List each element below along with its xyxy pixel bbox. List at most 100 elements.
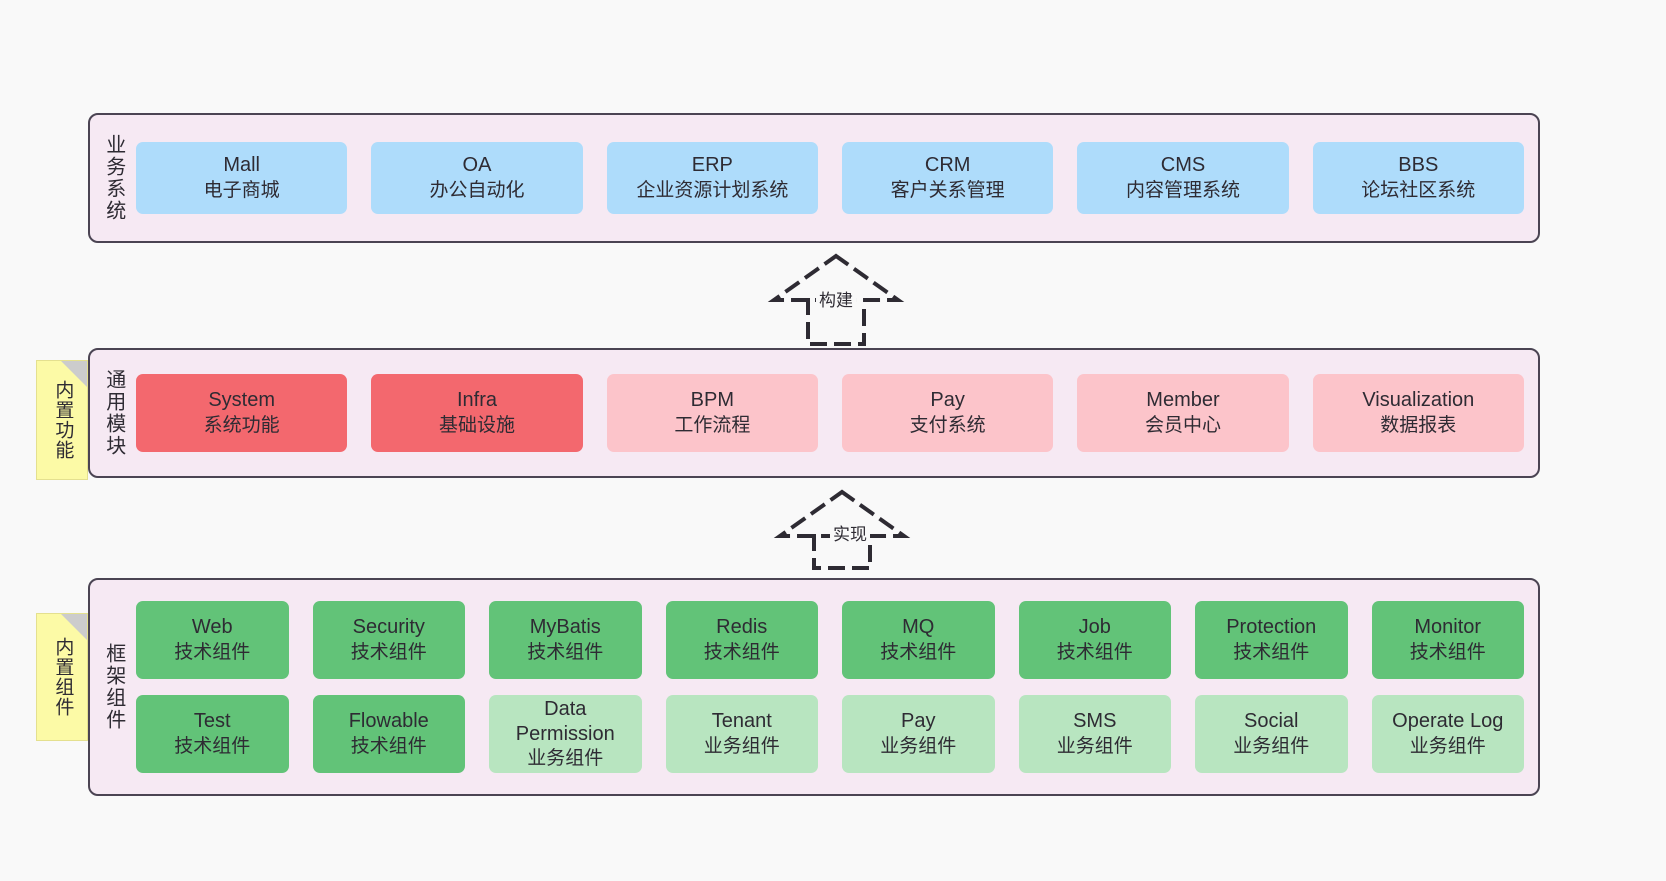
card-redis[interactable]: Redis 技术组件 — [665, 601, 818, 679]
card-bbs[interactable]: BBS 论坛社区系统 — [1312, 142, 1524, 214]
card-subtitle: 技术组件 — [350, 641, 427, 663]
card-bpm[interactable]: BPM 工作流程 — [606, 374, 818, 452]
card-row: Web 技术组件 Security 技术组件 MyBatis 技术组件 Redi… — [136, 601, 1524, 679]
card-title: Mall — [223, 154, 260, 177]
card-crm[interactable]: CRM 客户关系管理 — [841, 142, 1054, 214]
card-subtitle: 支付系统 — [909, 414, 986, 436]
card-title: BPM — [690, 389, 734, 412]
card-title: Pay — [901, 710, 936, 733]
card-security[interactable]: Security 技术组件 — [312, 601, 465, 679]
card-title: Social — [1244, 710, 1299, 733]
card-subtitle: 论坛社区系统 — [1361, 179, 1476, 201]
card-subtitle: 技术组件 — [527, 641, 604, 663]
card-title: CRM — [924, 154, 971, 177]
card-title: Flowable — [348, 710, 429, 733]
card-subtitle: 电子商城 — [203, 179, 280, 201]
connector-label: 实现 — [830, 520, 870, 545]
folded-corner-icon — [61, 361, 87, 387]
card-title: System — [208, 389, 275, 412]
card-subtitle: 技术组件 — [1233, 641, 1310, 663]
card-social[interactable]: Social 业务组件 — [1195, 695, 1348, 773]
card-title: Monitor — [1414, 616, 1482, 639]
card-tenant[interactable]: Tenant 业务组件 — [665, 695, 818, 773]
note-label: 内置功能 — [52, 380, 74, 460]
card-test[interactable]: Test 技术组件 — [136, 695, 289, 773]
card-title: Data Permission — [515, 697, 615, 746]
card-title: Redis — [716, 616, 768, 639]
layer-body-business: Mall 电子商城 OA 办公自动化 ERP 企业资源计划系统 CRM 客户关系… — [136, 115, 1538, 241]
card-title: Infra — [456, 389, 497, 412]
card-title: Web — [191, 616, 233, 639]
card-system[interactable]: System 系统功能 — [136, 374, 348, 452]
card-cms[interactable]: CMS 内容管理系统 — [1077, 142, 1289, 214]
card-subtitle: 业务组件 — [703, 735, 780, 757]
card-flowable[interactable]: Flowable 技术组件 — [312, 695, 465, 773]
note-builtin-function[interactable]: 内置功能 — [36, 360, 88, 480]
layer-body-common: System 系统功能 Infra 基础设施 BPM 工作流程 Pay 支付系统… — [136, 350, 1538, 476]
card-subtitle: 技术组件 — [350, 735, 427, 757]
card-title: MyBatis — [529, 616, 601, 639]
card-subtitle: 技术组件 — [174, 641, 251, 663]
generalization-arrow-icon — [767, 253, 905, 346]
card-visualization[interactable]: Visualization 数据报表 — [1312, 374, 1524, 452]
card-subtitle: 技术组件 — [1409, 641, 1486, 663]
card-infra[interactable]: Infra 基础设施 — [371, 374, 583, 452]
folded-corner-icon — [61, 614, 87, 640]
card-subtitle: 客户关系管理 — [890, 179, 1005, 201]
card-title: OA — [462, 154, 492, 177]
card-title: Test — [193, 710, 231, 733]
card-subtitle: 技术组件 — [703, 641, 780, 663]
card-subtitle: 系统功能 — [203, 414, 280, 436]
card-monitor[interactable]: Monitor 技术组件 — [1371, 601, 1524, 679]
card-subtitle: 技术组件 — [174, 735, 251, 757]
card-title: CMS — [1160, 154, 1206, 177]
layer-common-modules: 通用模块 System 系统功能 Infra 基础设施 BPM 工作流程 Pay… — [88, 348, 1540, 478]
connector-implement: 实现 — [760, 488, 940, 570]
card-pay-component[interactable]: Pay 业务组件 — [842, 695, 995, 773]
card-web[interactable]: Web 技术组件 — [136, 601, 289, 679]
card-erp[interactable]: ERP 企业资源计划系统 — [606, 142, 818, 214]
card-subtitle: 数据报表 — [1380, 414, 1457, 436]
card-oa[interactable]: OA 办公自动化 — [371, 142, 583, 214]
card-title: Pay — [930, 389, 965, 412]
card-subtitle: 技术组件 — [880, 641, 957, 663]
connector-label: 构建 — [816, 286, 856, 311]
card-title: ERP — [691, 154, 733, 177]
layer-body-framework: Web 技术组件 Security 技术组件 MyBatis 技术组件 Redi… — [136, 580, 1538, 794]
card-title: BBS — [1398, 154, 1439, 177]
card-title: Visualization — [1362, 389, 1475, 412]
card-data-permission[interactable]: Data Permission 业务组件 — [489, 695, 642, 773]
card-title: Job — [1078, 616, 1111, 639]
card-pay-module[interactable]: Pay 支付系统 — [841, 374, 1054, 452]
card-row: Test 技术组件 Flowable 技术组件 Data Permission … — [136, 695, 1524, 773]
note-builtin-component[interactable]: 内置组件 — [36, 613, 88, 741]
card-subtitle: 技术组件 — [1056, 641, 1133, 663]
card-subtitle: 工作流程 — [674, 414, 751, 436]
card-subtitle: 业务组件 — [527, 748, 604, 770]
card-row: Mall 电子商城 OA 办公自动化 ERP 企业资源计划系统 CRM 客户关系… — [136, 142, 1524, 214]
layer-title-common: 通用模块 — [102, 369, 125, 457]
layer-title-framework: 框架组件 — [102, 643, 125, 731]
card-member[interactable]: Member 会员中心 — [1077, 374, 1289, 452]
card-row: System 系统功能 Infra 基础设施 BPM 工作流程 Pay 支付系统… — [136, 374, 1524, 452]
card-mall[interactable]: Mall 电子商城 — [136, 142, 348, 214]
card-title: SMS — [1073, 710, 1117, 733]
card-title: Member — [1146, 389, 1220, 412]
card-subtitle: 内容管理系统 — [1125, 179, 1240, 201]
card-subtitle: 业务组件 — [880, 735, 957, 757]
card-title: Protection — [1226, 616, 1317, 639]
layer-framework-components: 框架组件 Web 技术组件 Security 技术组件 MyBatis 技术组件… — [88, 578, 1540, 796]
connector-build: 构建 — [746, 252, 926, 346]
card-sms[interactable]: SMS 业务组件 — [1018, 695, 1171, 773]
card-operate-log[interactable]: Operate Log 业务组件 — [1371, 695, 1524, 773]
layer-title-business: 业务系统 — [102, 134, 125, 222]
card-subtitle: 基础设施 — [438, 414, 515, 436]
card-mq[interactable]: MQ 技术组件 — [842, 601, 995, 679]
generalization-arrow-icon — [773, 489, 911, 570]
card-subtitle: 业务组件 — [1409, 735, 1486, 757]
card-protection[interactable]: Protection 技术组件 — [1195, 601, 1348, 679]
note-label: 内置组件 — [52, 637, 74, 717]
card-job[interactable]: Job 技术组件 — [1018, 601, 1171, 679]
card-mybatis[interactable]: MyBatis 技术组件 — [489, 601, 642, 679]
